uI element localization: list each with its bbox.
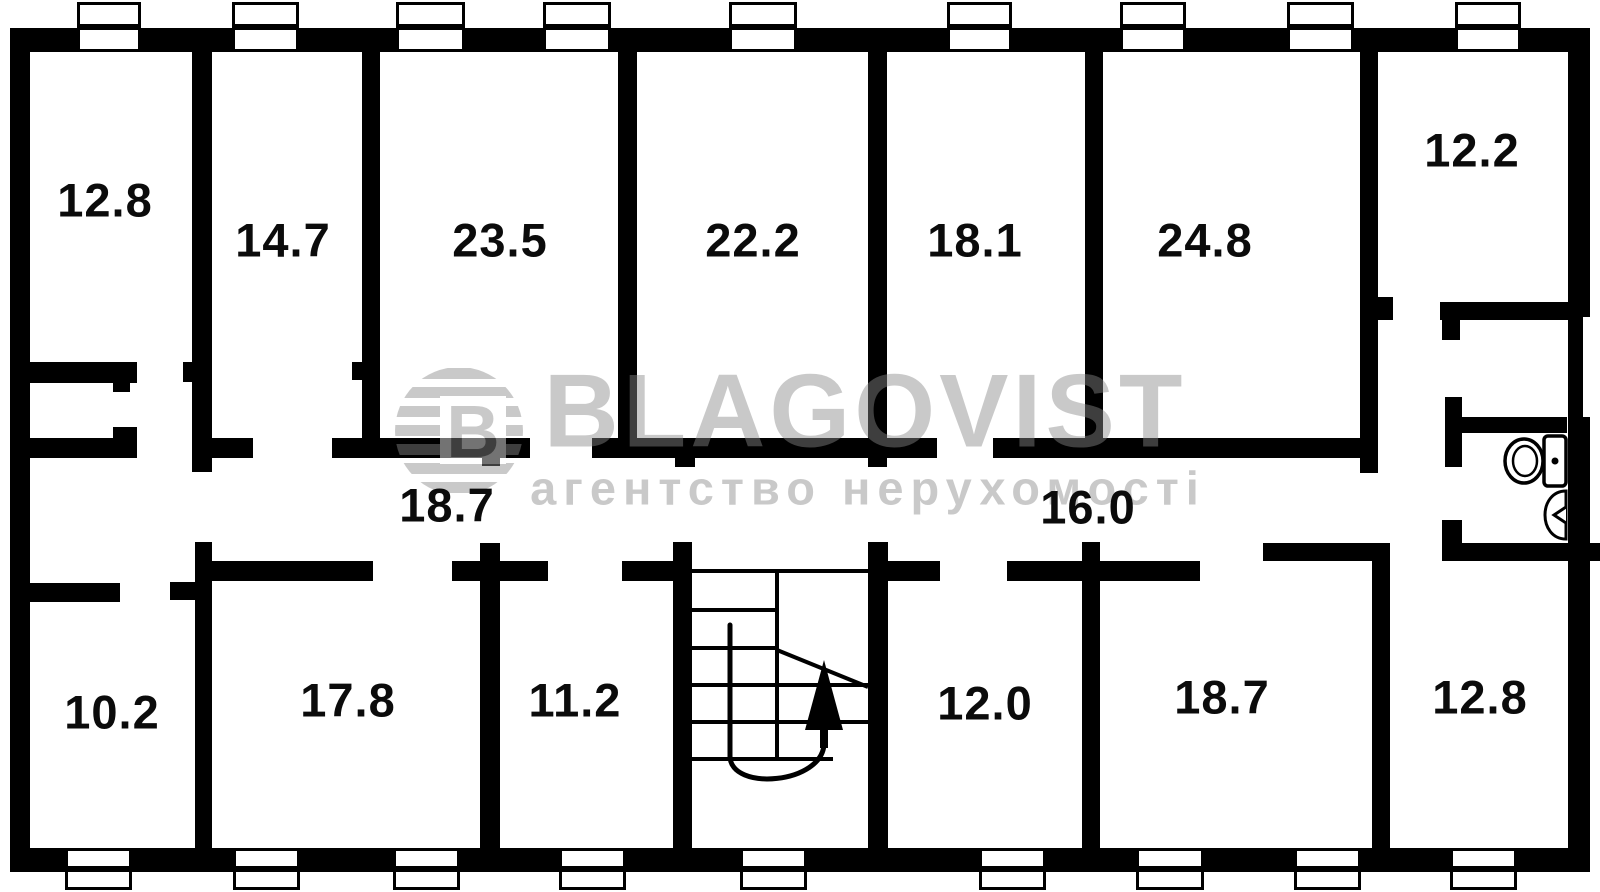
wall-corridor-top — [332, 438, 530, 458]
wall-wc-partition — [1445, 397, 1462, 467]
door-jamb — [113, 427, 137, 438]
window-symbol — [1294, 848, 1361, 890]
wall-partition — [212, 438, 253, 458]
window-symbol — [1120, 2, 1186, 52]
window-symbol — [233, 848, 300, 890]
window-symbol — [543, 2, 611, 52]
wall-partition — [30, 362, 137, 383]
door-jamb — [170, 582, 195, 600]
wall-wc-top — [1462, 417, 1567, 433]
window-symbol — [1450, 848, 1517, 890]
wall-exterior-left — [10, 28, 30, 872]
room-area-label: 18.7 — [1174, 670, 1270, 724]
watermark-tagline: агентство нерухомості — [530, 461, 1206, 515]
window-symbol — [65, 848, 132, 890]
wall-partition — [1085, 52, 1103, 458]
wall-corridor-bottom — [1460, 543, 1600, 561]
room-area-label: 18.1 — [927, 213, 1023, 267]
wall-corridor-bottom — [1100, 561, 1200, 581]
room-area-label: 12.2 — [1424, 123, 1520, 177]
wall-corridor-top — [993, 438, 1360, 458]
window-symbol — [1287, 2, 1354, 52]
door-jamb — [352, 362, 362, 380]
wall-corridor-bottom — [1263, 543, 1390, 561]
door-jamb — [183, 362, 192, 382]
room-area-label: 10.2 — [64, 685, 160, 739]
wall-partition — [868, 542, 888, 848]
wall-partition — [1360, 52, 1378, 473]
sink-icon — [1543, 489, 1568, 541]
room-area-label: 14.7 — [235, 213, 331, 267]
wall-partition — [618, 52, 637, 455]
room-area-label: 16.0 — [1040, 480, 1136, 534]
wall-corridor-bottom — [452, 561, 548, 581]
door-jamb — [675, 458, 695, 467]
window-symbol — [979, 848, 1046, 890]
wall-partition — [1372, 543, 1390, 848]
staircase-icon — [692, 569, 869, 782]
wall-corridor-bottom — [212, 561, 373, 581]
wall-corridor-bottom — [1007, 561, 1082, 581]
window-symbol — [1136, 848, 1204, 890]
window-symbol — [740, 848, 807, 890]
room-area-label: 22.2 — [705, 213, 801, 267]
room-area-label: 18.7 — [399, 478, 495, 532]
window-symbol — [77, 2, 141, 52]
wall-corridor-top — [592, 438, 937, 458]
window-symbol — [232, 2, 299, 52]
wall-partition — [362, 52, 380, 455]
door-jamb — [113, 383, 130, 392]
wall-corridor-bottom — [888, 561, 940, 581]
room-area-label: 12.0 — [937, 676, 1033, 730]
wall-partition — [1082, 542, 1100, 848]
watermark-brand: BLAGOVIST — [543, 353, 1187, 470]
room-area-label: 12.8 — [1432, 670, 1528, 724]
window-symbol — [559, 848, 626, 890]
window-symbol — [947, 2, 1012, 52]
wall-partition — [480, 543, 500, 848]
svg-text:B: B — [446, 390, 499, 473]
door-jamb — [868, 458, 887, 467]
wall-partition — [1370, 297, 1393, 320]
door-jamb — [482, 458, 500, 466]
room-area-label: 12.8 — [57, 173, 153, 227]
wall-partition — [673, 542, 692, 848]
toilet-icon — [1503, 434, 1568, 488]
wall-partition — [868, 52, 887, 467]
wall-room12-2-bottom — [1440, 302, 1568, 320]
window-symbol — [393, 848, 460, 890]
window-symbol — [729, 2, 797, 52]
wall-corridor-bottom — [622, 561, 673, 581]
door-jamb — [1442, 317, 1460, 340]
wall-partition — [30, 438, 137, 458]
room-area-label: 23.5 — [452, 213, 548, 267]
window-symbol — [396, 2, 465, 52]
room-area-label: 11.2 — [528, 673, 622, 727]
window-symbol — [1455, 2, 1521, 52]
room-area-label: 17.8 — [300, 673, 396, 727]
agency-logo-icon: B — [395, 368, 523, 493]
door-jamb — [1442, 520, 1462, 561]
wall-exterior-right — [1568, 317, 1583, 417]
wall-corridor-bottom — [28, 583, 120, 602]
wall-partition — [195, 542, 212, 848]
wall-exterior-right — [1568, 417, 1590, 872]
wall-exterior-right — [1568, 28, 1590, 317]
wall-partition — [192, 52, 212, 472]
room-area-label: 24.8 — [1157, 213, 1253, 267]
